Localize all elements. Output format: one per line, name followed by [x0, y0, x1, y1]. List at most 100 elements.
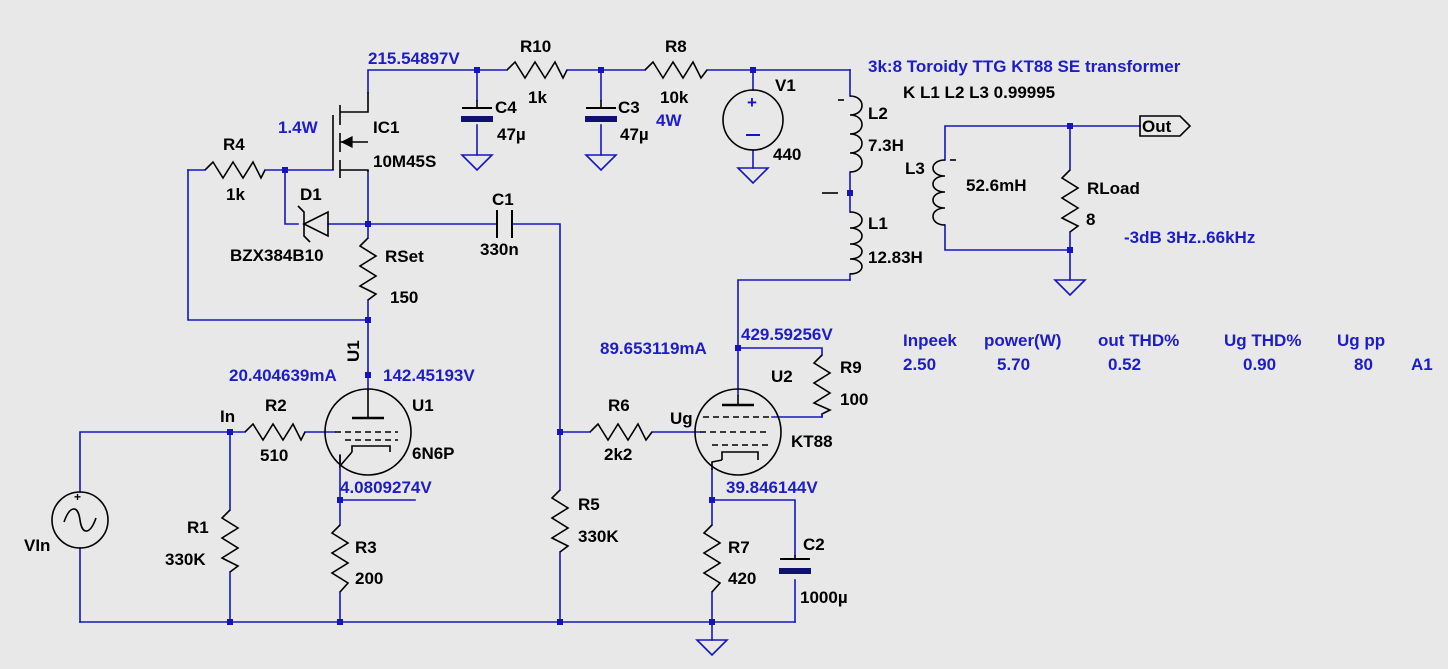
- l1-symbol: [849, 211, 863, 275]
- meas-header-ug-pp: Ug pp: [1337, 331, 1385, 350]
- r8-value: 10k: [660, 88, 689, 107]
- out-port-label: Out: [1142, 117, 1172, 136]
- c3-name: C3: [618, 98, 640, 117]
- r10-name: R10: [520, 37, 551, 56]
- r4-value: 1k: [226, 185, 245, 204]
- ground-symbols: [460, 154, 1087, 657]
- r2-value: 510: [260, 446, 288, 465]
- r6-name: R6: [608, 396, 630, 415]
- c4-name: C4: [495, 98, 517, 117]
- r9-name: R9: [840, 358, 862, 377]
- probe-v-u1-cathode: 4.0809274V: [340, 478, 432, 497]
- l1-value: 12.83H: [868, 248, 923, 267]
- ground-icon: [736, 167, 770, 185]
- rset-value: 150: [390, 288, 418, 307]
- rload-symbol: [1060, 169, 1080, 233]
- labels: 3k:8 Toroidy TTG KT88 SE transformer K L…: [24, 37, 1433, 607]
- vin-source: +: [51, 490, 109, 549]
- r1-symbol: [220, 509, 240, 573]
- probe-v-u1-plate: 142.45193V: [383, 366, 475, 385]
- svg-text:+: +: [747, 93, 757, 112]
- rload-name: RLoad: [1087, 179, 1140, 198]
- v1-source: +: [722, 89, 784, 151]
- ground-icon: [460, 154, 494, 172]
- l2-value: 7.3H: [868, 136, 904, 155]
- r3-name: R3: [355, 538, 377, 557]
- l2-symbol: [849, 95, 863, 173]
- v1-value: 440: [773, 145, 801, 164]
- rload-value: 8: [1086, 210, 1095, 229]
- c1-name: C1: [492, 190, 514, 209]
- r3-value: 200: [355, 569, 383, 588]
- svg-text:+: +: [74, 490, 81, 504]
- d1-name: D1: [300, 185, 322, 204]
- r7-value: 420: [728, 569, 756, 588]
- ic1-name: IC1: [373, 118, 399, 137]
- meas-header-inpeek: Inpeek: [903, 331, 957, 350]
- r8-name: R8: [665, 37, 687, 56]
- r5-name: R5: [578, 495, 600, 514]
- r2-symbol: [244, 422, 306, 442]
- meas-value-inpeek: 2.50: [903, 355, 936, 374]
- c1-value: 330n: [480, 240, 519, 259]
- r9-value: 100: [840, 390, 868, 409]
- meas-value-power: 5.70: [997, 355, 1030, 374]
- probe-i-u2: 89.653119mA: [600, 339, 707, 358]
- c4-value: 47µ: [497, 125, 526, 144]
- c3-plate: [585, 116, 617, 122]
- l1-name: L1: [868, 214, 888, 233]
- meas-value-ug-pp: 80: [1354, 355, 1373, 374]
- c3-value: 47µ: [620, 125, 649, 144]
- r5-value: 330K: [578, 527, 619, 546]
- u1-value: 6N6P: [412, 444, 455, 463]
- out-port: [1139, 115, 1192, 137]
- meas-header-power: power(W): [984, 331, 1061, 350]
- ic1-value: 10M45S: [373, 152, 436, 171]
- c2-name: C2: [803, 535, 825, 554]
- probe-v-supply: 215.54897V: [368, 49, 460, 68]
- r1-value: 330K: [165, 550, 206, 569]
- vin-name: VIn: [24, 536, 50, 555]
- r10-symbol: [506, 60, 568, 80]
- r10-value: 1k: [528, 88, 547, 107]
- net-ug-label: Ug: [670, 409, 693, 428]
- ground-icon: [695, 639, 729, 657]
- ground-icon: [1053, 279, 1087, 297]
- net-in-label: In: [220, 407, 235, 426]
- bandwidth-note: -3dB 3Hz..66kHz: [1124, 228, 1255, 247]
- inductors: [822, 95, 956, 275]
- l3-value: 52.6mH: [966, 176, 1026, 195]
- l3-name: L3: [905, 159, 925, 178]
- ic1-symbol: [332, 92, 369, 178]
- probe-p-ic1: 1.4W: [278, 118, 319, 137]
- meas-header-ug-thd: Ug THD%: [1224, 331, 1301, 350]
- capacitors: [461, 100, 811, 574]
- meas-row-label: A1: [1411, 355, 1433, 374]
- meas-value-ug-thd: 0.90: [1243, 355, 1276, 374]
- u2-tube: [694, 388, 782, 476]
- r6-symbol: [589, 422, 653, 442]
- r7-name: R7: [728, 538, 750, 557]
- resistors: [204, 60, 1080, 593]
- junctions: [227, 67, 1073, 625]
- c2-plate: [779, 568, 811, 574]
- r5-symbol: [550, 489, 570, 553]
- meas-header-out-thd: out THD%: [1098, 331, 1179, 350]
- r1-name: R1: [187, 518, 209, 537]
- d1-value: BZX384B10: [230, 246, 324, 265]
- title-note: 3k:8 Toroidy TTG KT88 SE transformer: [868, 57, 1181, 76]
- probe-v-u2-plate: 429.59256V: [741, 325, 833, 344]
- probe-p-r8: 4W: [656, 111, 682, 130]
- r4-symbol: [204, 160, 266, 180]
- rset-symbol: [358, 237, 378, 301]
- meas-value-out-thd: 0.52: [1108, 355, 1141, 374]
- r2-name: R2: [265, 396, 287, 415]
- r4-name: R4: [223, 135, 245, 154]
- u2-name: U2: [771, 367, 793, 386]
- r8-symbol: [644, 60, 708, 80]
- c2-value: 1000µ: [800, 588, 848, 607]
- c4-plate: [461, 116, 493, 122]
- r7-symbol: [702, 524, 722, 593]
- d1-symbol: [297, 205, 329, 243]
